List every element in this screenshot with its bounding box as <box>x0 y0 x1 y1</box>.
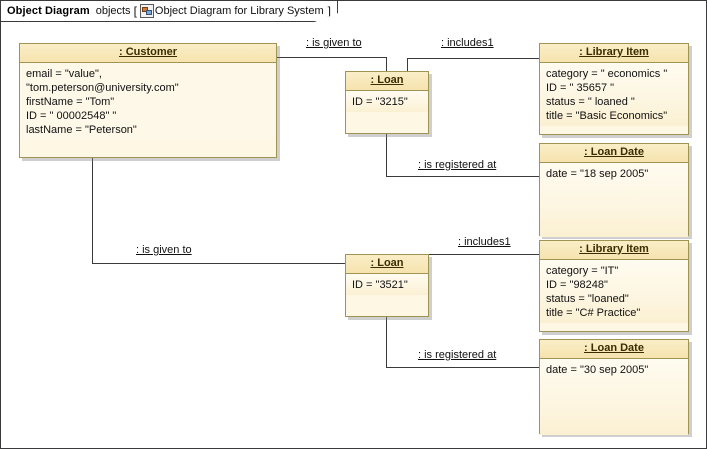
diagram-name-label: Object Diagram for Library System <box>154 5 324 17</box>
object-title-library-item-35657: : Library Item <box>579 46 649 58</box>
object-header-customer: : Customer <box>20 44 276 63</box>
object-title-loan-3521: : Loan <box>370 257 404 269</box>
diagram-icon-shape-back <box>141 7 148 12</box>
object-header-library-item-98248: : Library Item <box>540 241 688 260</box>
link-loan2-item2-segment-h <box>429 254 540 255</box>
object-body-loan-date-30-sep-2005: date = "30 sep 2005" <box>540 359 688 435</box>
object-body-loan-3215: ID = "3215" <box>346 91 428 112</box>
object-body-library-item-35657: category = " economics " ID = " 35657 " … <box>540 63 688 126</box>
object-slot: email = "value", <box>26 68 102 80</box>
object-body-customer: email = "value", "tom.peterson@universit… <box>20 63 276 140</box>
object-header-library-item-35657: : Library Item <box>540 44 688 63</box>
object-slot: "tom.peterson@university.com" <box>26 82 179 94</box>
object-title-library-item-98248: : Library Item <box>579 243 649 255</box>
bracket-open: [ <box>133 4 137 18</box>
diagram-frame-header: Object Diagram objects [ Object Diagram … <box>1 1 338 22</box>
object-node-library-item-98248[interactable]: : Library Item category = "IT" ID = "982… <box>539 240 689 332</box>
object-node-loan-date-30-sep-2005[interactable]: : Loan Date date = "30 sep 2005" <box>539 339 689 435</box>
object-slot: ID = "3215" <box>352 96 408 108</box>
diagram-keyword-label: objects <box>95 5 131 17</box>
object-header-loan-3521: : Loan <box>346 255 428 274</box>
link-label-customer-loan1: : is given to <box>304 37 364 50</box>
object-header-loan-date-18-sep-2005: : Loan Date <box>540 144 688 163</box>
object-slot: date = "18 sep 2005" <box>546 168 649 180</box>
object-slot: firstName = "Tom" <box>26 96 115 108</box>
link-customer-loan2-segment-h <box>92 263 346 264</box>
object-slot: ID = "3521" <box>352 279 408 291</box>
link-label-loan2-item2: : includes1 <box>456 236 513 249</box>
object-slot: date = "30 sep 2005" <box>546 364 649 376</box>
diagram-kind-label: Object Diagram <box>7 5 90 17</box>
object-header-loan-3215: : Loan <box>346 72 428 91</box>
link-loan1-item1-segment-v <box>407 58 408 72</box>
link-customer-loan1-segment-h <box>277 57 387 58</box>
link-customer-loan2-segment-v <box>92 158 93 264</box>
link-loan1-item1-segment-h <box>407 58 540 59</box>
link-loan2-date2-segment-v <box>386 317 387 368</box>
object-node-customer[interactable]: : Customer email = "value", "tom.peterso… <box>19 43 277 158</box>
object-body-loan-date-18-sep-2005: date = "18 sep 2005" <box>540 163 688 237</box>
object-title-loan-date-18-sep-2005: : Loan Date <box>584 146 644 158</box>
object-body-library-item-98248: category = "IT" ID = "98248" status = "l… <box>540 260 688 323</box>
diagram-icon-shape-front <box>145 10 152 15</box>
object-title-loan-date-30-sep-2005: : Loan Date <box>584 342 644 354</box>
object-title-customer: : Customer <box>118 46 178 58</box>
link-label-loan1-item1: : includes1 <box>439 37 496 50</box>
object-slot: ID = " 00002548" " <box>26 110 117 122</box>
link-loan1-date1-segment-v <box>386 134 387 177</box>
link-loan1-date1-segment-h <box>386 176 540 177</box>
link-loan2-date2-segment-h <box>386 367 540 368</box>
diagram-icon <box>139 4 154 18</box>
object-slot: ID = " 35657 " <box>546 82 615 94</box>
object-title-loan-3215: : Loan <box>370 74 404 86</box>
object-slot: status = " loaned " <box>546 96 635 108</box>
object-slot: status = "loaned" <box>546 293 629 305</box>
object-slot: title = "Basic Economics" <box>546 110 668 122</box>
object-slot: ID = "98248" <box>546 279 608 291</box>
object-body-loan-3521: ID = "3521" <box>346 274 428 295</box>
link-customer-loan1-segment-v <box>386 57 387 72</box>
object-node-loan-date-18-sep-2005[interactable]: : Loan Date date = "18 sep 2005" <box>539 143 689 237</box>
bracket-close: ] <box>327 4 331 18</box>
link-label-customer-loan2: : is given to <box>134 244 194 257</box>
object-node-loan-3215[interactable]: : Loan ID = "3215" <box>345 71 429 134</box>
object-node-loan-3521[interactable]: : Loan ID = "3521" <box>345 254 429 317</box>
object-slot: title = "C# Practice" <box>546 307 641 319</box>
link-label-loan1-date1: : is registered at <box>416 159 499 172</box>
object-node-library-item-35657[interactable]: : Library Item category = " economics " … <box>539 43 689 135</box>
object-slot: lastName = "Peterson" <box>26 124 137 136</box>
object-slot: category = " economics " <box>546 68 668 80</box>
link-label-loan2-date2: : is registered at <box>416 349 499 362</box>
object-slot: category = "IT" <box>546 265 619 277</box>
object-header-loan-date-30-sep-2005: : Loan Date <box>540 340 688 359</box>
